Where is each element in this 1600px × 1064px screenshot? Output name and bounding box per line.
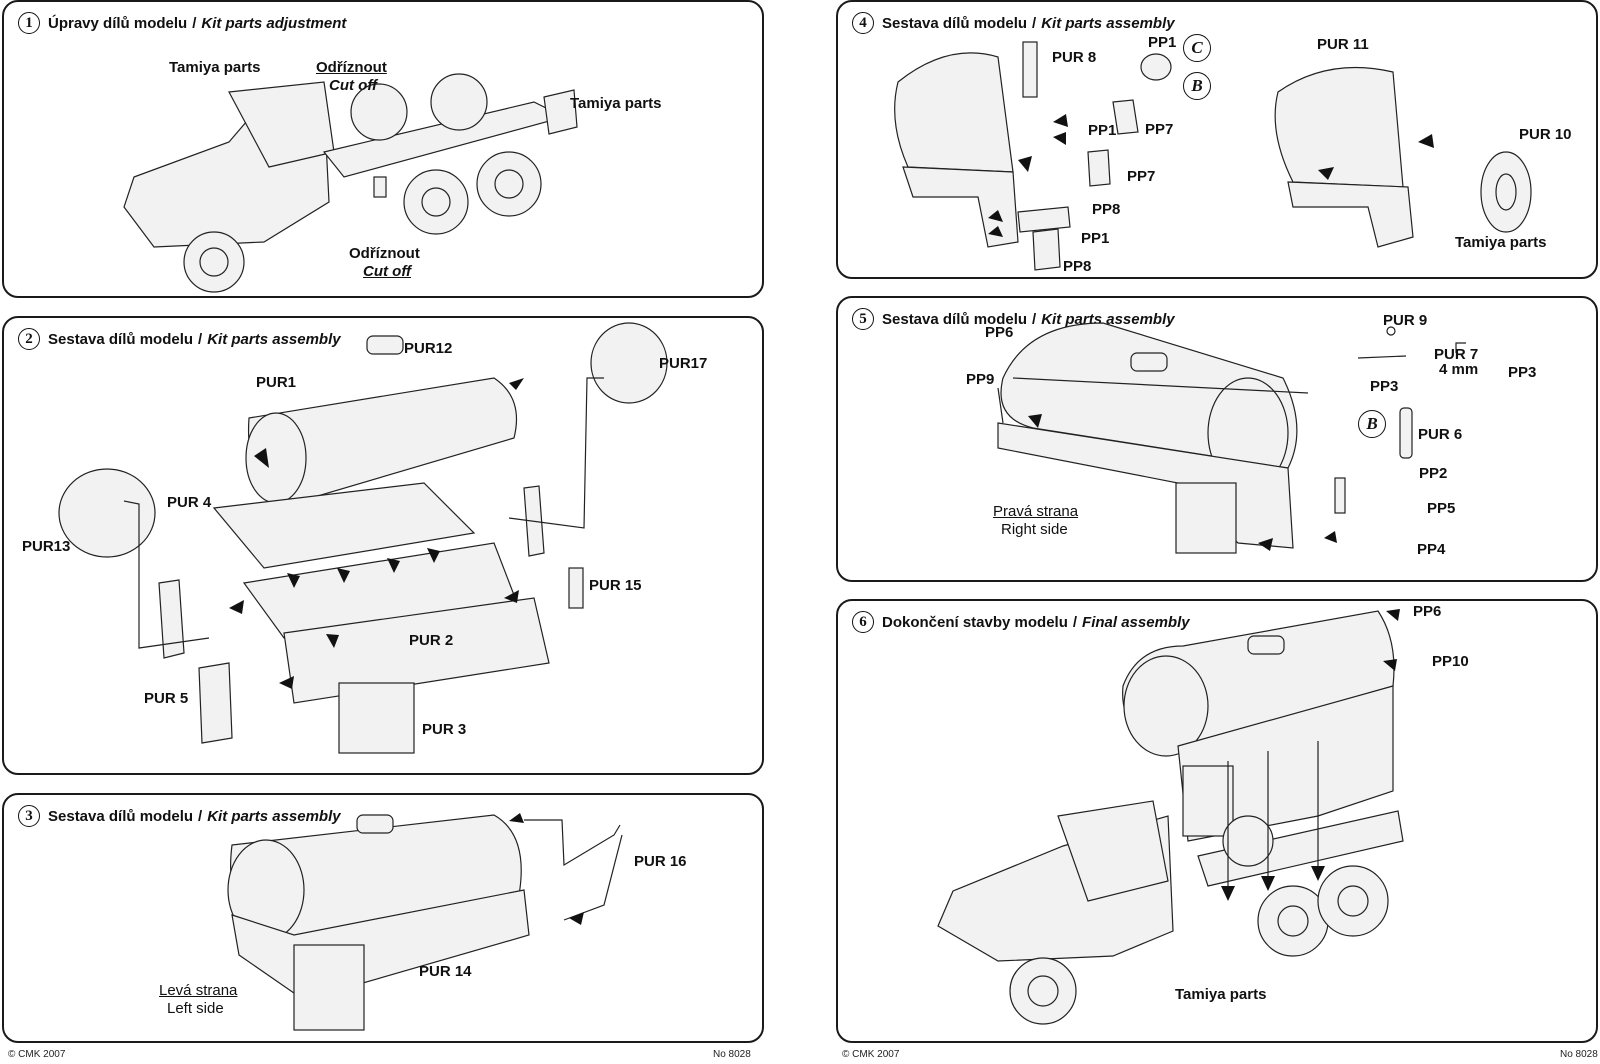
label-cut-off-en-1: Cut off	[329, 77, 378, 94]
label-pur12: PUR12	[404, 340, 453, 357]
label-pur8: PUR 8	[1052, 49, 1097, 66]
tank-body-exploded-drawing	[58, 322, 668, 754]
title-cz: Sestava dílů modelu	[48, 807, 194, 825]
label-pur4: PUR 4	[167, 494, 212, 511]
panel-title: 5 Sestava dílů modelu / Kit parts assemb…	[852, 308, 1175, 330]
decal-badge-c: C	[1183, 34, 1211, 62]
label-pp1-top: PP1	[1148, 34, 1177, 51]
label-pp7-b: PP7	[1127, 168, 1156, 185]
label-pur5: PUR 5	[144, 690, 189, 707]
tank-rear-details-drawing	[894, 41, 1532, 271]
label-pur13: PUR13	[22, 538, 71, 555]
label-pp1-b: PP1	[1081, 230, 1110, 247]
label-pur3: PUR 3	[422, 721, 467, 738]
label-left-side-cz: Levá strana	[159, 982, 238, 999]
label-tamiya-parts-left: Tamiya parts	[169, 59, 261, 76]
step-number: 2	[18, 328, 40, 350]
title-en: Kit parts assembly	[1041, 310, 1175, 328]
label-pp9: PP9	[966, 371, 995, 388]
label-pp8-a: PP8	[1092, 201, 1121, 218]
label-cut-off-en-2: Cut off	[363, 263, 412, 280]
panel-title: 1 Úpravy dílů modelu / Kit parts adjustm…	[18, 12, 346, 34]
tank-right-side-drawing	[997, 322, 1466, 554]
title-en: Kit parts assembly	[207, 330, 341, 348]
panel-3-kit-parts-assembly: 3 Sestava dílů modelu / Kit parts assemb…	[2, 793, 764, 1043]
label-pp6: PP6	[985, 324, 1014, 341]
title-cz: Sestava dílů modelu	[882, 310, 1028, 328]
footer-copyright-left: © CMK 2007	[8, 1049, 66, 1060]
title-en: Kit parts assembly	[207, 807, 341, 825]
label-left-side-en: Left side	[167, 1000, 224, 1017]
title-en: Kit parts assembly	[1041, 14, 1175, 32]
title-cz: Sestava dílů modelu	[882, 14, 1028, 32]
label-pur15: PUR 15	[589, 577, 642, 594]
step-number: 6	[852, 611, 874, 633]
panel-1-kit-parts-adjustment: 1 Úpravy dílů modelu / Kit parts adjustm…	[2, 0, 764, 298]
label-right-side-cz: Pravá strana	[993, 503, 1079, 520]
step-number: 5	[852, 308, 874, 330]
step-number: 3	[18, 805, 40, 827]
label-pur1: PUR1	[256, 374, 297, 391]
title-cz: Dokončení stavby modelu	[882, 613, 1068, 631]
label-pur9: PUR 9	[1383, 312, 1428, 329]
panel-6-final-assembly: 6 Dokončení stavby modelu / Final assemb…	[836, 599, 1598, 1043]
footer-number-left: No 8028	[713, 1049, 751, 1060]
panel-2-kit-parts-assembly: 2 Sestava dílů modelu / Kit parts assemb…	[2, 316, 764, 775]
panel-title: 4 Sestava dílů modelu / Kit parts assemb…	[852, 12, 1175, 34]
label-pp4: PP4	[1417, 541, 1446, 558]
label-pur14: PUR 14	[419, 963, 472, 980]
step-number: 1	[18, 12, 40, 34]
panel-5-kit-parts-assembly: 5 Sestava dílů modelu / Kit parts assemb…	[836, 296, 1598, 582]
final-tanker-truck-drawing	[937, 609, 1404, 1025]
label-cut-off-cz-2: Odříznout	[349, 245, 420, 262]
label-pp5: PP5	[1427, 500, 1456, 517]
truck-chassis-drawing	[123, 73, 578, 293]
footer-number-right: No 8028	[1560, 1049, 1598, 1060]
decal-badge-b: B	[1183, 72, 1211, 100]
label-tamiya-parts: Tamiya parts	[1175, 986, 1267, 1003]
label-pur6: PUR 6	[1418, 426, 1463, 443]
footer-copyright-right: © CMK 2007	[842, 1049, 900, 1060]
tank-left-side-drawing	[227, 813, 623, 1031]
panel-title: 6 Dokončení stavby modelu / Final assemb…	[852, 611, 1190, 633]
label-pp3-b: PP3	[1508, 364, 1537, 381]
label-pp3-a: PP3	[1370, 378, 1399, 395]
label-right-side-en: Right side	[1001, 521, 1068, 538]
label-pur2: PUR 2	[409, 632, 454, 649]
label-pur16: PUR 16	[634, 853, 687, 870]
panel-title: 3 Sestava dílů modelu / Kit parts assemb…	[18, 805, 341, 827]
step-number: 4	[852, 12, 874, 34]
label-pur10: PUR 10	[1519, 126, 1572, 143]
label-pp1-a: PP1	[1088, 122, 1117, 139]
label-pp8-b: PP8	[1063, 258, 1092, 275]
label-pp7-a: PP7	[1145, 121, 1174, 138]
label-pur7-size: 4 mm	[1439, 361, 1479, 378]
title-en: Kit parts adjustment	[201, 14, 347, 32]
title-cz: Úpravy dílů modelu	[48, 14, 188, 32]
label-pp6: PP6	[1413, 603, 1442, 620]
title-en: Final assembly	[1082, 613, 1190, 631]
label-pur11: PUR 11	[1317, 36, 1369, 53]
label-pur7: PUR 7	[1434, 346, 1479, 363]
title-cz: Sestava dílů modelu	[48, 330, 194, 348]
label-tamiya-parts: Tamiya parts	[1455, 234, 1547, 251]
decal-badge-b: B	[1358, 410, 1386, 438]
panel-title: 2 Sestava dílů modelu / Kit parts assemb…	[18, 328, 341, 350]
label-cut-off-cz-1: Odříznout	[316, 59, 387, 76]
label-pp10: PP10	[1432, 653, 1469, 670]
panel-4-kit-parts-assembly: 4 Sestava dílů modelu / Kit parts assemb…	[836, 0, 1598, 279]
label-pur17: PUR17	[659, 355, 708, 372]
label-tamiya-parts-right: Tamiya parts	[570, 95, 662, 112]
label-pp2: PP2	[1419, 465, 1448, 482]
